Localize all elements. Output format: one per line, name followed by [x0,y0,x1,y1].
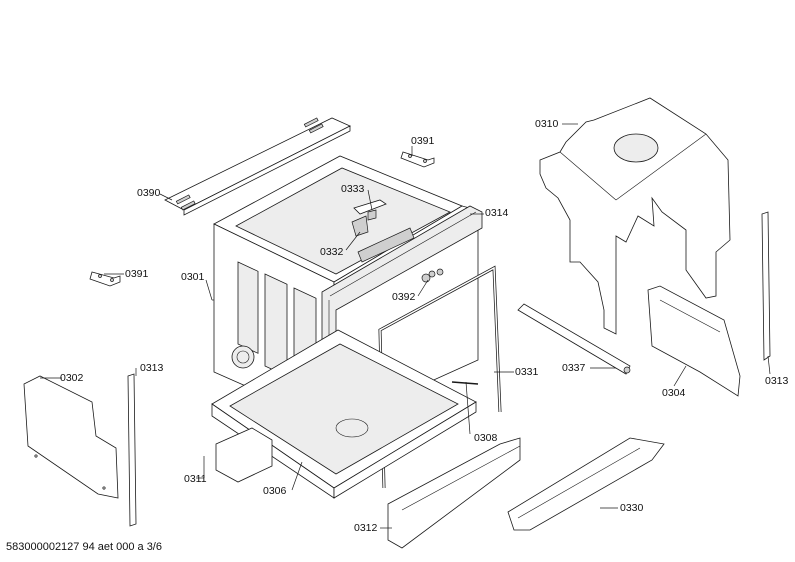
part-0304-side-panel [647,285,741,397]
leader-lines [40,123,771,529]
part-0308-sensor [451,381,479,385]
callout-0331: 0331 [515,366,539,378]
part-0311-side-block [215,427,273,483]
callout-0310: 0310 [535,118,559,130]
callout-0302: 0302 [60,372,84,384]
callout-0301: 0301 [181,271,205,283]
part-0391-bracket-left [89,271,121,287]
callout-0337: 0337 [562,362,586,374]
callout-0390: 0390 [137,187,161,199]
part-0390-top-rail [164,117,351,216]
part-0391-bracket-top [400,151,435,168]
callout-0312: 0312 [354,522,378,534]
callout-0391-top: 0391 [411,135,435,147]
part-0337-rod [517,303,631,375]
part-0302-side-panel [23,375,119,499]
callout-0333: 0333 [341,183,365,195]
callout-0314: 0314 [485,207,509,219]
callout-0306: 0306 [263,485,287,497]
callout-0330: 0330 [620,502,644,514]
part-0306-base [211,329,477,499]
callout-0391-left: 0391 [125,268,149,280]
part-0313-strip-left [127,373,137,527]
part-0313-strip-right [761,211,771,361]
part-0312-plinth [387,437,521,549]
part-0310-insulation-cover [539,97,731,335]
callout-0313-left: 0313 [140,362,164,374]
callout-0308: 0308 [474,432,498,444]
part-0333-clip [353,199,387,221]
callout-0304: 0304 [662,387,686,399]
drawing-reference-footer: 583000002127 94 aet 000 a 3/6 [6,541,162,553]
callout-0311: 0311 [184,473,207,485]
part-0330-plinth-rail [507,437,665,531]
callout-0332: 0332 [320,246,344,258]
part-0392-valve [421,268,444,283]
callout-0392: 0392 [392,291,416,303]
part-0332-bracket [351,215,369,237]
callout-0313-right: 0313 [765,375,789,387]
part-0314-door-frame [321,205,483,441]
